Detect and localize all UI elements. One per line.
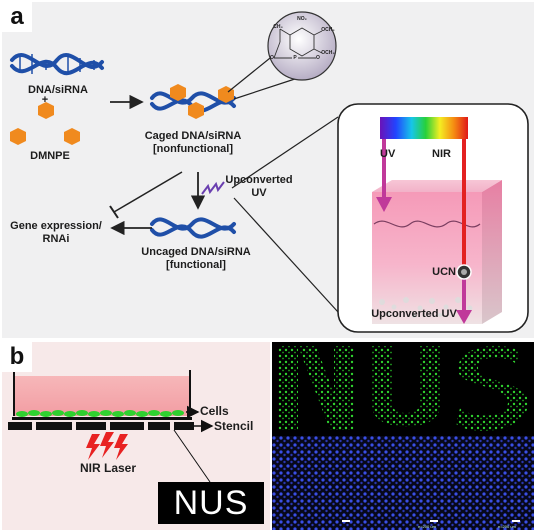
inhibition-bar — [109, 205, 119, 219]
gene-expression-label: Gene expression/ — [10, 220, 102, 232]
blue-nuclei-image — [272, 436, 534, 530]
panel-b-label: b — [2, 342, 32, 372]
upconverted-label: Upconverted — [225, 174, 293, 186]
upconverted-uv-lightning-icon — [201, 181, 225, 195]
inset-connector-upper — [231, 116, 339, 189]
nir-laser-label: NIR Laser — [79, 461, 137, 475]
dna-sirna-label: DNA/siRNA — [28, 84, 88, 96]
panel-a-graphics — [10, 11, 529, 333]
molecule-ch3: CH₃ — [273, 24, 283, 30]
culture-medium — [14, 376, 190, 416]
green-fluorescence-image — [272, 342, 534, 434]
dmnpe-label: DMNPE — [30, 150, 70, 162]
dna-helix-icon — [10, 53, 104, 76]
inset-connector-lower — [233, 197, 339, 313]
molecule-och3-bottom: OCH₃ — [321, 50, 335, 56]
uncaged-dna-label: Uncaged DNA/siRNA — [141, 246, 251, 258]
inhibition-line — [113, 171, 183, 213]
dmnpe-structure-icon — [273, 27, 323, 59]
panel-b-graphics — [8, 370, 214, 483]
ucn-core — [461, 269, 467, 275]
rnai-label: RNAi — [42, 233, 70, 245]
stencil-label: Stencil — [214, 419, 254, 433]
uncaged-functional-label: [functional] — [166, 259, 226, 271]
panel-a: a DNA/siRNA + DMNPE Caged DNA/siRNA [non… — [2, 2, 534, 338]
uv-arrow-shaft — [382, 139, 386, 197]
skin-top-face — [372, 180, 502, 192]
nus-connector-line — [173, 429, 211, 483]
nus-stencil-box: NUS — [158, 482, 264, 524]
scale-text-3: n=200 um — [498, 524, 516, 529]
nir-laser-bolts-icon — [86, 432, 128, 460]
caged-nonfunctional-label: [nonfunctional] — [152, 143, 234, 155]
caged-dna-label: Caged DNA/siRNA — [144, 130, 242, 142]
scale-bar-1 — [342, 520, 350, 522]
inset-upconverted-uv-label: Upconverted UV — [371, 308, 457, 320]
skin-bottom-texture — [379, 297, 473, 318]
scale-bar-3 — [512, 520, 520, 522]
inset-uv-label: UV — [380, 148, 396, 160]
panel-b-micrographs: n=200 um n=200 um — [272, 342, 534, 530]
dish-bottom — [12, 417, 192, 420]
stencil-bar — [8, 422, 194, 430]
plus-sign: + — [41, 94, 49, 106]
nir-arrow-shaft — [462, 139, 466, 313]
uncaged-dna-helix-icon — [150, 217, 236, 239]
light-spectrum-bar — [380, 117, 468, 139]
molecule-o-right: O — [316, 55, 320, 61]
skin-front-face — [372, 192, 482, 324]
dmnpe-molecule-circle — [267, 11, 337, 81]
molecule-p: P — [293, 55, 297, 61]
zoom-line-lower — [233, 75, 305, 100]
molecule-och3-top: OCH₃ — [321, 27, 335, 33]
panel-b-schematic: b Cells Stencil NIR Laser NUS — [2, 342, 270, 530]
nus-pattern-letters — [278, 345, 529, 431]
skin-side-face — [482, 180, 502, 324]
nuclei-field — [272, 436, 534, 530]
uv-arrow-head — [376, 197, 392, 212]
scale-text-2: n=200 um — [418, 524, 436, 529]
scale-bar-2 — [430, 520, 438, 522]
cells-label: Cells — [200, 404, 229, 418]
inset-ucn-label: UCN — [432, 266, 456, 278]
dna-helix-rungs — [19, 54, 95, 74]
dmnpe-hexagons-icon — [10, 102, 80, 145]
upconverted-uv-label: UV — [251, 187, 267, 199]
upconverted-uv-arrow-head — [456, 310, 472, 324]
molecule-no2: NO₂ — [297, 16, 307, 22]
molecule-o-left: O — [270, 55, 274, 61]
inset-nir-label: NIR — [432, 148, 451, 160]
cells-layer-icon — [16, 410, 184, 417]
panel-a-label: a — [2, 2, 32, 32]
upconverted-uv-shaft — [462, 276, 466, 310]
